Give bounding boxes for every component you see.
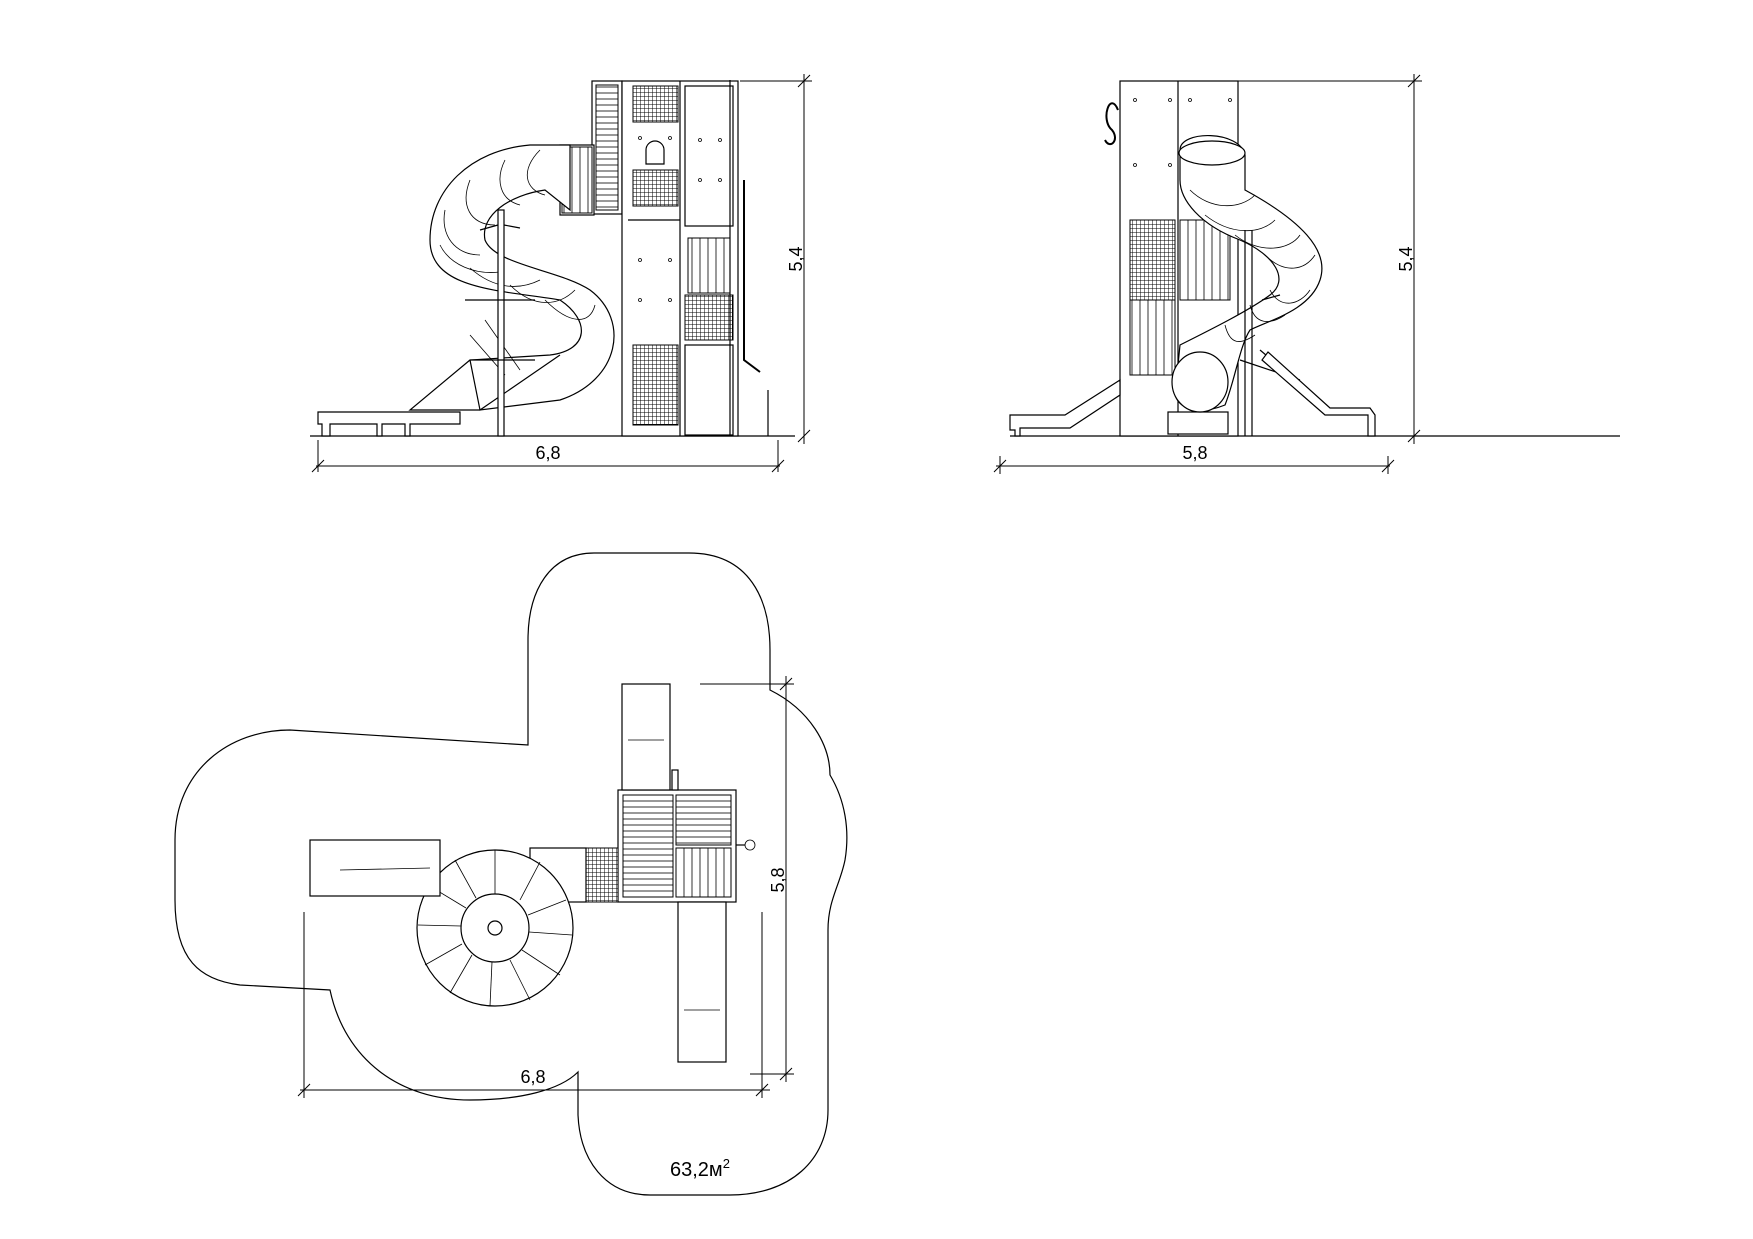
plan-safety-zone — [174, 552, 848, 1196]
front-height-dimension: 5,4 — [740, 74, 812, 444]
plan-width-dimension: 6,8 — [297, 912, 770, 1098]
plan-bottom-slide — [677, 901, 727, 1063]
side-width-dimension: 5,8 — [993, 443, 1395, 474]
side-width-label: 5,8 — [1182, 443, 1207, 463]
svg-text:63,2м2: 63,2м2 — [670, 1156, 730, 1181]
area-value: 63,2м — [670, 1159, 723, 1181]
side-height-label: 5,4 — [1396, 246, 1416, 271]
plan-tower — [617, 769, 756, 903]
front-width-dimension: 6,8 — [311, 440, 785, 473]
area-exponent: 2 — [723, 1156, 730, 1171]
plan-depth-label: 5,8 — [768, 867, 788, 892]
side-view: 5,8 5,4 — [993, 74, 1620, 474]
plan-width-label: 6,8 — [520, 1067, 545, 1087]
plan-spiral-slide — [416, 849, 574, 1007]
plan-area-label: 63,2м2 — [670, 1156, 730, 1181]
side-spiral-slide — [1009, 134, 1376, 437]
plan-view: 6,8 5,8 63,2м2 — [174, 552, 848, 1196]
plan-tube-entry — [585, 847, 619, 903]
front-spiral-slide — [317, 144, 615, 437]
front-height-label: 5,4 — [786, 246, 806, 271]
plan-top-slide — [621, 683, 671, 791]
plan-depth-dimension: 5,8 — [700, 676, 794, 1082]
front-tower — [591, 80, 769, 437]
front-view: 6,8 5,4 — [310, 74, 812, 473]
side-height-dimension: 5,4 — [1238, 74, 1422, 444]
front-width-label: 6,8 — [535, 443, 560, 463]
